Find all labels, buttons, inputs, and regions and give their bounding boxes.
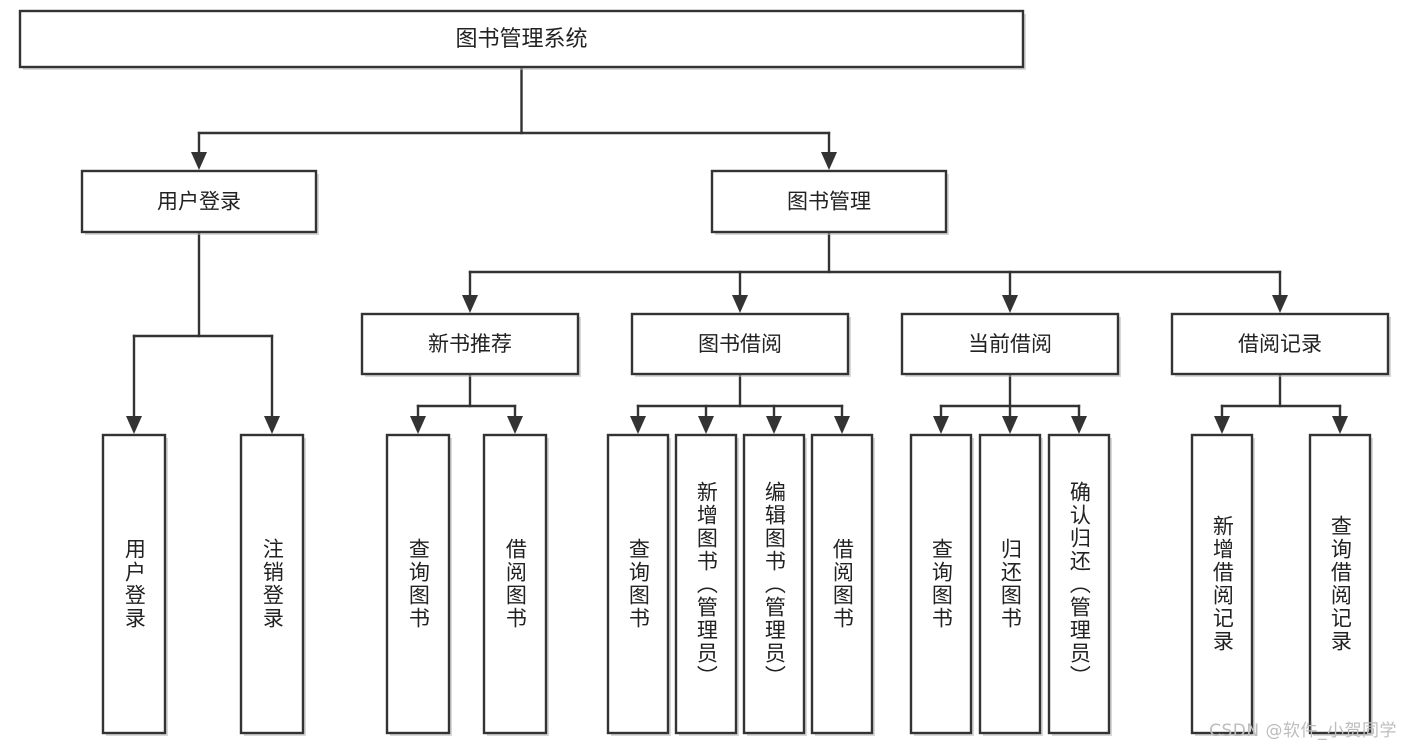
node-box-root[interactable] (18, 9, 1025, 69)
node-box-new-book-recommend[interactable] (360, 312, 580, 376)
arrow-head-icon (698, 416, 714, 434)
node-box-leaf-add-book-admin[interactable] (674, 433, 738, 735)
node-box-borrow-record[interactable] (1170, 312, 1390, 376)
arrow-head-icon (1002, 416, 1018, 434)
node-box-leaf-query-book-bor[interactable] (606, 433, 670, 735)
arrow-head-icon (834, 416, 850, 434)
arrow-head-icon (462, 295, 478, 313)
node-box-layer (18, 9, 1391, 736)
node-label-user-login: 用户登录 (157, 190, 241, 214)
node-box-leaf-confirm-return-admin[interactable] (1047, 433, 1111, 735)
arrow-head-icon (933, 416, 949, 434)
arrow-head-icon (191, 152, 207, 170)
node-label-borrow-record: 借阅记录 (1238, 332, 1322, 356)
node-box-leaf-edit-book-admin[interactable] (742, 433, 806, 735)
watermark-text: CSDN @软件_小贺同学 (1209, 721, 1397, 741)
node-label-current-borrow: 当前借阅 (968, 332, 1052, 356)
node-box-leaf-add-borrow-record[interactable] (1190, 433, 1254, 735)
node-box-current-borrow[interactable] (900, 312, 1120, 376)
node-box-leaf-borrow-book-bor[interactable] (810, 433, 874, 735)
node-box-leaf-return-book[interactable] (978, 433, 1042, 735)
node-box-leaf-query-book-rec[interactable] (385, 433, 451, 735)
arrow-head-icon (732, 295, 748, 313)
node-box-book-manage[interactable] (710, 169, 948, 234)
node-label-book-borrow: 图书借阅 (698, 332, 782, 356)
arrow-head-icon (630, 416, 646, 434)
node-box-book-borrow[interactable] (630, 312, 850, 376)
arrow-head-icon (264, 416, 280, 434)
arrow-head-icon (1071, 416, 1087, 434)
arrow-head-icon (1272, 295, 1288, 313)
arrow-head-icon (126, 416, 142, 434)
arrow-head-icon (766, 416, 782, 434)
arrow-head-icon (821, 152, 837, 170)
node-label-root: 图书管理系统 (455, 27, 587, 52)
node-box-user-login[interactable] (80, 169, 318, 234)
node-box-leaf-query-borrow-record[interactable] (1308, 433, 1372, 735)
node-label-new-book-recommend: 新书推荐 (428, 332, 512, 356)
node-label-book-manage: 图书管理 (787, 190, 871, 214)
connector-layer (126, 65, 1348, 434)
arrow-head-icon (1002, 295, 1018, 313)
node-box-leaf-query-book-cur[interactable] (909, 433, 973, 735)
arrow-head-icon (507, 416, 523, 434)
node-box-leaf-borrow-book-rec[interactable] (482, 433, 548, 735)
arrow-head-icon (1332, 416, 1348, 434)
node-box-leaf-logout[interactable] (239, 433, 305, 735)
arrow-head-icon (410, 416, 426, 434)
node-box-leaf-user-login[interactable] (101, 433, 167, 735)
arrow-head-icon (1214, 416, 1230, 434)
